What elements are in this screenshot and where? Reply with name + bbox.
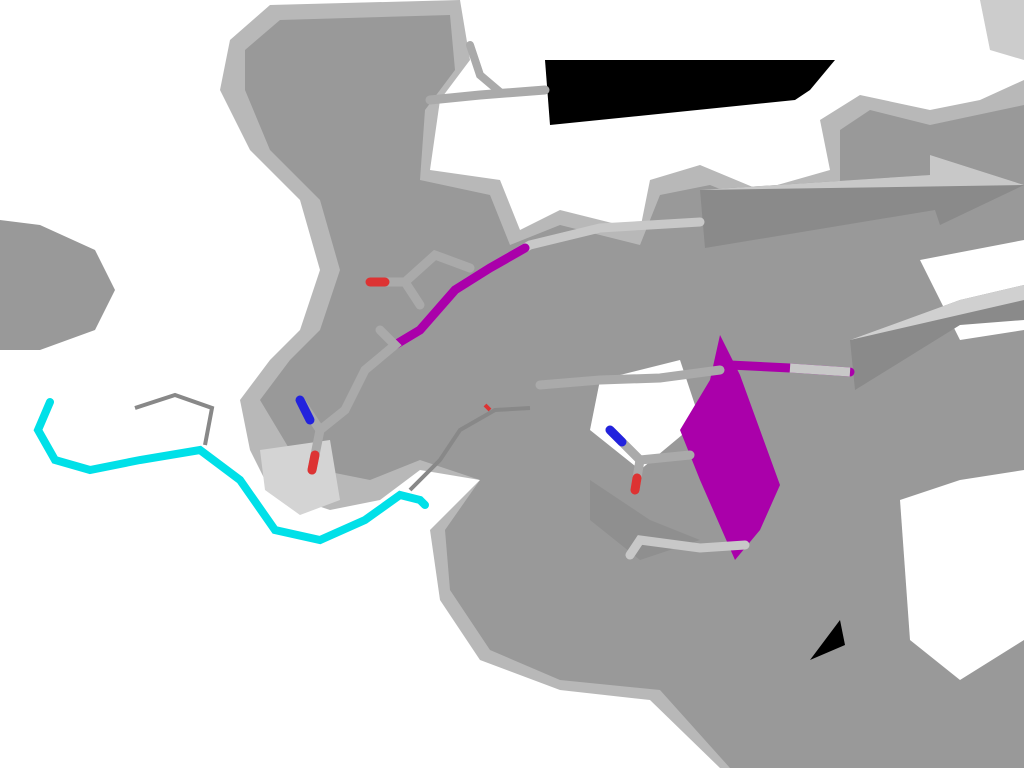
- beta-strand-arrow-lower: [850, 285, 1024, 390]
- ligand-chain-cyan: [33, 398, 429, 545]
- loop-coil: [390, 217, 705, 350]
- helix-magenta: [625, 335, 855, 660]
- beta-strand-dark: [425, 41, 835, 125]
- residue-sticks: [295, 249, 725, 495]
- ligand-thin-sticks: [134, 392, 531, 492]
- beta-strand-arrow-upper: [700, 155, 1024, 248]
